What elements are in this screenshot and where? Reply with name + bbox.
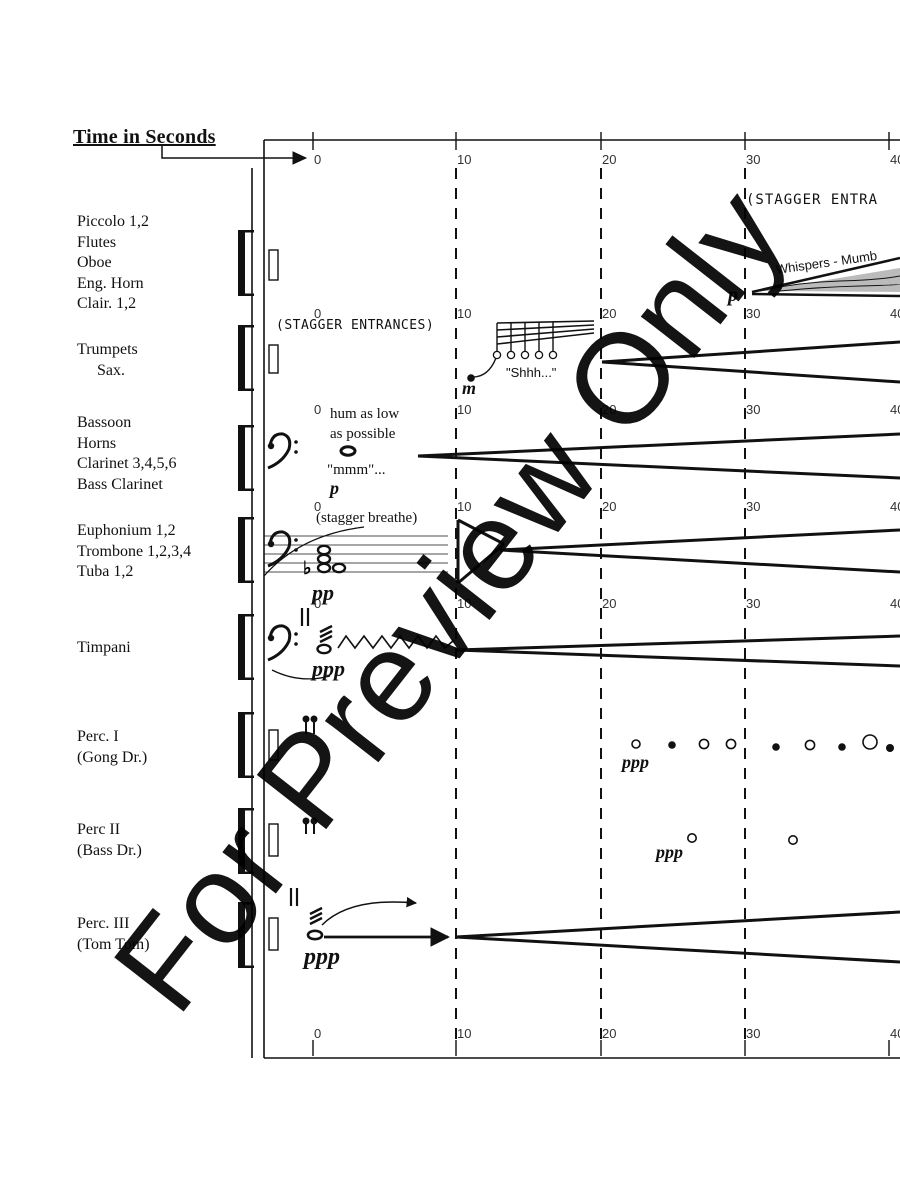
- top-ticks: [312, 132, 890, 150]
- tick-label: 20: [602, 402, 616, 417]
- instrument-label: Perc. I: [77, 728, 119, 745]
- instrument-label: Perc. III: [77, 915, 130, 932]
- tick-label: 10: [457, 596, 471, 611]
- perc2-notation: [302, 817, 798, 845]
- instrument-label: Tuba 1,2: [77, 563, 134, 580]
- tick-label: 40: [890, 152, 900, 167]
- instrument-label: Oboe: [77, 254, 112, 271]
- timpani-staff: [271, 608, 900, 680]
- score-frame: [251, 139, 900, 1059]
- tick-label: 40: [890, 1026, 900, 1041]
- trumpet-fan: [467, 320, 595, 382]
- tick-label: 0: [314, 1026, 321, 1041]
- tick-label: 0: [314, 152, 321, 167]
- instrument-label: Bassoon: [77, 414, 132, 431]
- trumpet-dynamic: m: [462, 378, 477, 398]
- instrument-label: Trombone 1,2,3,4: [77, 542, 192, 560]
- low-brass-staff: [263, 518, 900, 585]
- bass-clefs: [267, 432, 298, 662]
- instrument-label: (Gong Dr.): [77, 748, 148, 766]
- tick-label: 20: [602, 306, 616, 321]
- time-in-seconds-label: Time in Seconds: [73, 126, 216, 148]
- instrument-label: Flutes: [77, 233, 117, 251]
- tick-label: 30: [746, 306, 760, 321]
- instrument-group-perc-2: Perc II (Bass Dr.): [77, 820, 142, 861]
- hum-instruction-1: hum as low: [330, 406, 400, 422]
- trumpet-wedge: [601, 340, 900, 384]
- perc2-dynamic: ppp: [656, 842, 683, 862]
- tick-label: 30: [746, 596, 760, 611]
- tick-label: 20: [602, 596, 616, 611]
- low-reeds-dynamic: p: [330, 478, 339, 498]
- low-reeds-staff: [339, 432, 900, 480]
- instrument-label: Trumpets: [77, 341, 138, 358]
- perc3-dynamic: ppp: [304, 944, 340, 970]
- stagger-entrances-trumpets: (STAGGER ENTRANCES): [276, 318, 435, 333]
- tick-label: 10: [457, 306, 471, 321]
- instrument-group-perc-1: Perc. I (Gong Dr.): [77, 727, 147, 768]
- instrument-group-timpani: Timpani: [77, 638, 131, 659]
- tick-label: 30: [746, 499, 760, 514]
- woodwind-dynamic: p: [728, 284, 738, 306]
- tick-label: 10: [457, 1026, 471, 1041]
- perc3-notation: [289, 888, 900, 964]
- tick-label: 30: [746, 1026, 760, 1041]
- instrument-label: (Tom Tom): [77, 935, 150, 953]
- instrument-label: Sax.: [97, 361, 125, 379]
- tick-label: 10: [457, 499, 471, 514]
- tick-label: 10: [457, 152, 471, 167]
- bottom-ticks: [312, 1040, 890, 1056]
- instrument-group-perc-3: Perc. III (Tom Tom): [77, 914, 150, 955]
- shhh-label: "Shhh...": [506, 365, 557, 380]
- time-arrow: [161, 146, 308, 165]
- flat-sign: ♭: [303, 558, 312, 578]
- group-empty-boxes: [268, 249, 279, 951]
- group-brackets: [238, 230, 254, 968]
- instrument-label: Perc II: [77, 821, 121, 838]
- perc1-notation: [302, 715, 894, 752]
- tick-label: 40: [890, 402, 900, 417]
- tick-label: 20: [602, 499, 616, 514]
- tick-label: 0: [314, 596, 321, 611]
- instrument-label: Horns: [77, 434, 117, 452]
- instrument-label: Clair. 1,2: [77, 295, 137, 312]
- mmm-label: "mmm"...: [327, 462, 386, 478]
- instrument-label: Euphonium 1,2: [77, 522, 176, 539]
- instrument-label: Eng. Horn: [77, 274, 144, 292]
- stagger-entrances-top: (STAGGER ENTRA: [746, 192, 879, 208]
- instrument-label: Piccolo 1,2: [77, 213, 149, 230]
- woodwind-whisper-cluster: [751, 256, 900, 298]
- tick-label: 20: [602, 152, 616, 167]
- instrument-label: Bass Clarinet: [77, 475, 163, 493]
- tick-label: 40: [890, 306, 900, 321]
- tick-label: 40: [890, 596, 900, 611]
- tick-label: 20: [602, 1026, 616, 1041]
- tick-label: 40: [890, 499, 900, 514]
- timpani-dynamic: ppp: [312, 656, 345, 681]
- instrument-label: Clarinet 3,4,5,6: [77, 455, 177, 472]
- perc1-dynamic: ppp: [622, 752, 649, 772]
- tick-label: 0: [314, 499, 321, 514]
- low-brass-dynamic: pp: [312, 580, 334, 605]
- instrument-label: Timpani: [77, 639, 131, 656]
- tick-label: 0: [314, 402, 321, 417]
- stagger-breathe-label: (stagger breathe): [316, 510, 418, 526]
- hum-instruction-2: as possible: [330, 426, 396, 442]
- tick-label: 0: [314, 306, 321, 321]
- instrument-label: (Bass Dr.): [77, 841, 142, 859]
- tick-label: 30: [746, 152, 760, 167]
- tick-label: 10: [457, 402, 471, 417]
- tick-label: 30: [746, 402, 760, 417]
- tick-labels: 0 10 20 30 40 0 10 20 30 40 0 10 20 30 40 0 10 20 30 40 0 10 2…: [314, 152, 900, 1041]
- time-gridlines: [455, 168, 746, 1040]
